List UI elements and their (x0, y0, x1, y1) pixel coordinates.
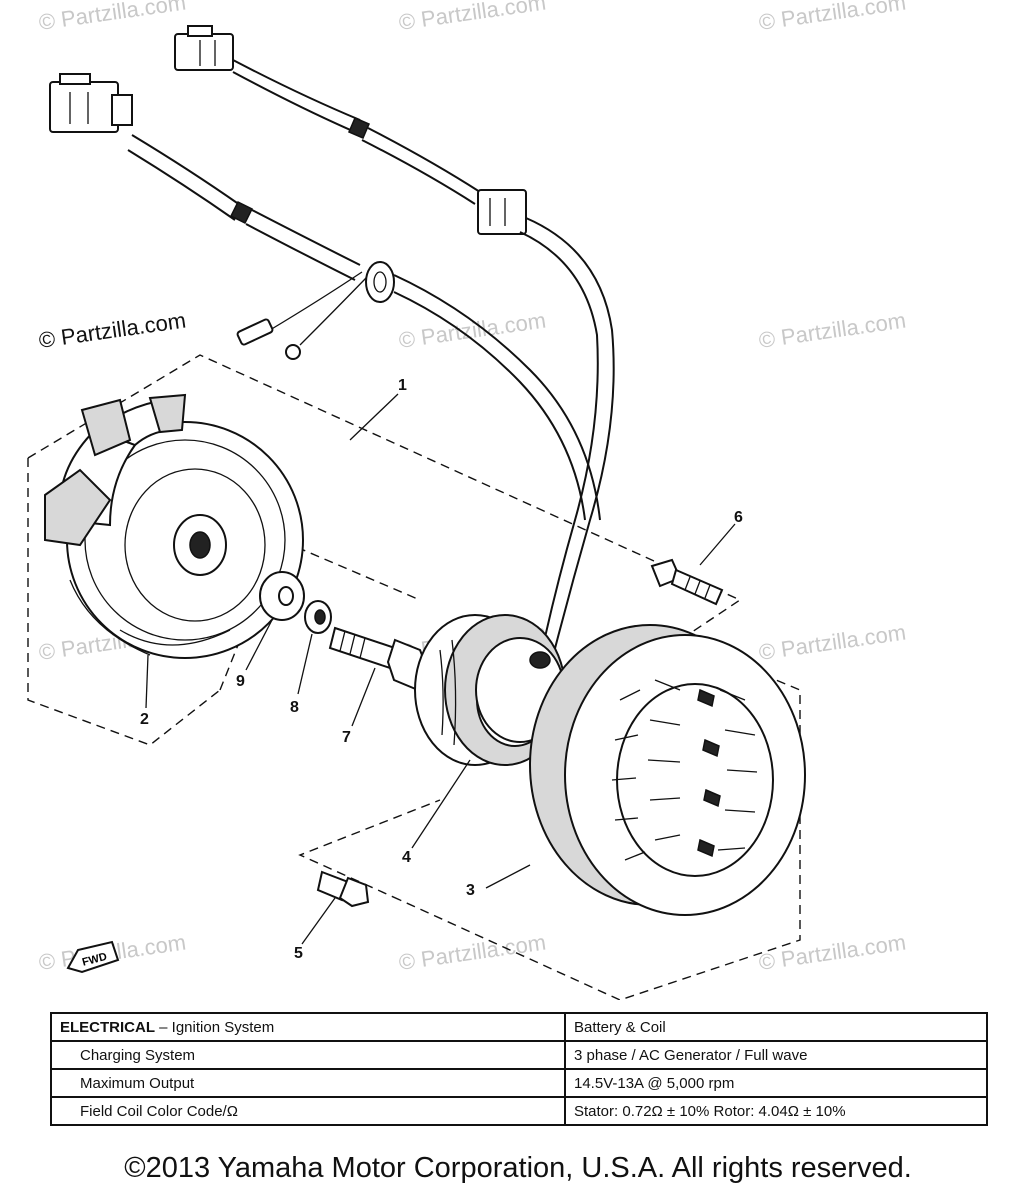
spec-label-text: – Ignition System (155, 1018, 275, 1036)
watermark: © Partzilla.com (397, 0, 547, 35)
spec-value: Stator: 0.72Ω ± 10% Rotor: 4.04Ω ± 10% (564, 1096, 988, 1126)
spec-label: ELECTRICAL – Ignition System (50, 1012, 566, 1042)
watermark: © Partzilla.com (397, 308, 547, 353)
table-row: Maximum Output 14.5V-13A @ 5,000 rpm (50, 1068, 988, 1098)
spec-value: 14.5V-13A @ 5,000 rpm (564, 1068, 988, 1098)
watermark: © Partzilla.com (757, 308, 907, 353)
connector-mid (477, 189, 527, 235)
watermark: © Partzilla.com (757, 0, 907, 35)
washer-9 (259, 571, 305, 621)
grommet (365, 261, 395, 303)
watermark: © Partzilla.com (757, 930, 907, 975)
spec-section-title: ELECTRICAL (60, 1018, 155, 1036)
rotor (44, 393, 304, 659)
copyright-notice: ©2013 Yamaha Motor Corporation, U.S.A. A… (124, 1152, 912, 1184)
spec-label: Field Coil Color Code/Ω (50, 1096, 566, 1126)
callout-3: 3 (466, 882, 475, 899)
stator (529, 624, 806, 916)
callout-9: 9 (236, 673, 245, 690)
watermark: © Partzilla.com (757, 620, 907, 665)
callout-5: 5 (294, 945, 303, 962)
table-row: Field Coil Color Code/Ω Stator: 0.72Ω ± … (50, 1096, 988, 1126)
screw-6 (650, 558, 724, 606)
callout-4: 4 (402, 849, 411, 866)
spec-value: 3 phase / AC Generator / Full wave (564, 1040, 988, 1070)
table-row: ELECTRICAL – Ignition System Battery & C… (50, 1012, 988, 1042)
spec-label: Maximum Output (50, 1068, 566, 1098)
screw-5 (316, 870, 370, 908)
spec-label: Charging System (50, 1040, 566, 1070)
parts-diagram: © Partzilla.com © Partzilla.com © Partzi… (27, 0, 908, 1000)
electrical-spec-table: ELECTRICAL – Ignition System Battery & C… (50, 1012, 988, 1126)
watermark: © Partzilla.com (37, 0, 187, 35)
spec-value: Battery & Coil (564, 1012, 988, 1042)
fwd-arrow-tag: FWD (66, 940, 120, 974)
watermark-primary: © Partzilla.com (37, 308, 187, 353)
connector-upper (174, 25, 234, 71)
watermark: © Partzilla.com (397, 930, 547, 975)
wiring-harness (49, 25, 615, 661)
lock-washer-8 (304, 600, 332, 634)
spade-terminal (236, 318, 274, 346)
callout-6: 6 (734, 509, 743, 526)
callout-8: 8 (290, 699, 299, 716)
table-row: Charging System 3 phase / AC Generator /… (50, 1040, 988, 1070)
ring-terminal (285, 344, 301, 360)
connector-lower (49, 73, 133, 133)
callout-1: 1 (398, 377, 407, 394)
callout-7: 7 (342, 729, 351, 746)
callout-2: 2 (140, 711, 149, 728)
